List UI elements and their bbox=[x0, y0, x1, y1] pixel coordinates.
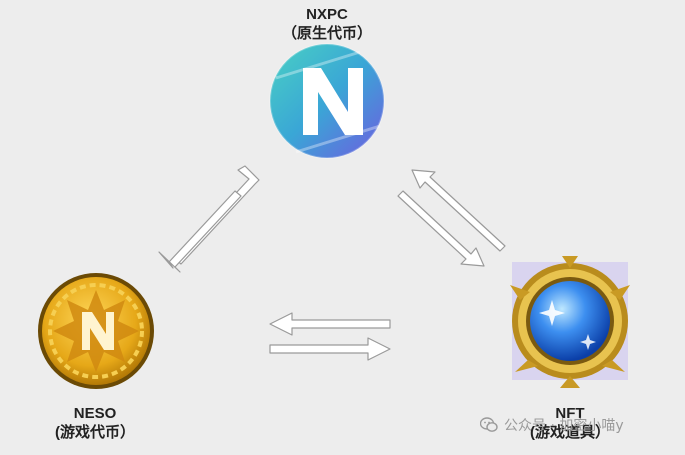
nxpc-name: NXPC bbox=[306, 6, 348, 23]
nxpc-coin-icon bbox=[269, 43, 385, 159]
wechat-icon bbox=[480, 417, 498, 432]
arrow-nxpc-neso bbox=[158, 165, 260, 273]
neso-label: NESO (游戏代币） bbox=[20, 404, 170, 442]
nxpc-desc: （原生代币） bbox=[281, 25, 372, 42]
watermark-text: 公众号 · 加密小喵y bbox=[504, 418, 624, 434]
neso-coin-icon bbox=[38, 273, 154, 389]
nft-name: NFT bbox=[555, 405, 585, 422]
neso-desc: (游戏代币） bbox=[55, 424, 135, 441]
arrow-nxpc-nft bbox=[397, 169, 506, 267]
nft-desc: (游戏道具） bbox=[530, 424, 610, 441]
watermark: 公众号 · 加密小喵y bbox=[480, 415, 624, 435]
nft-gem-icon bbox=[510, 256, 630, 388]
arrow-neso-nft bbox=[269, 312, 391, 361]
nxpc-label: NXPC （原生代币） bbox=[252, 5, 402, 43]
neso-name: NESO bbox=[73, 405, 117, 422]
nft-label: NFT (游戏道具） bbox=[495, 404, 645, 442]
